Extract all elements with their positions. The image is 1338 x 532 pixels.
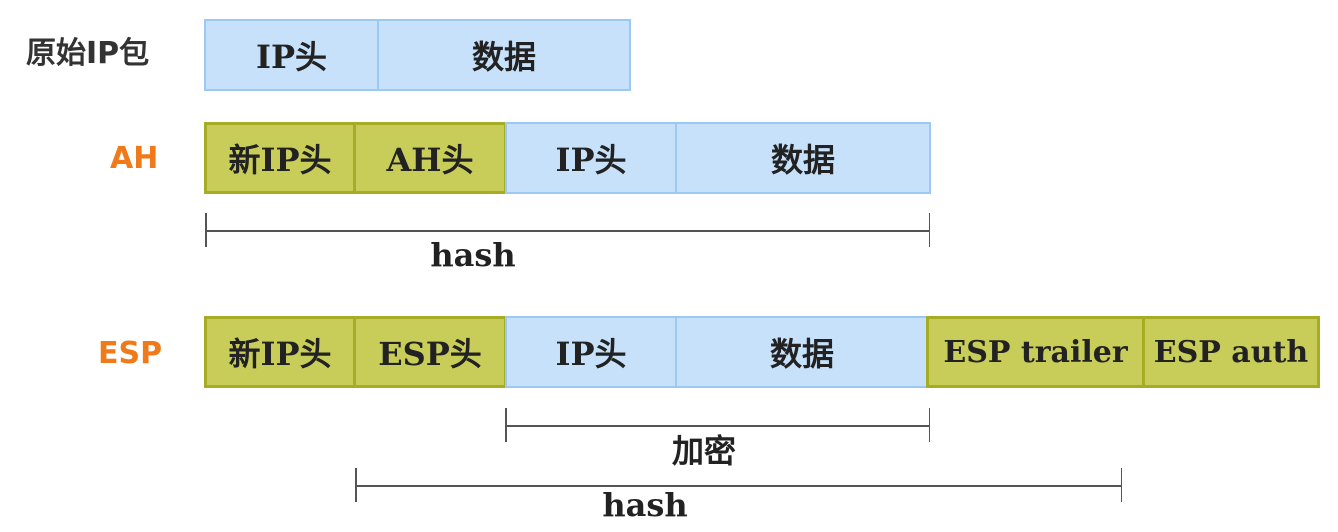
- esp-header-block: ESP头: [353, 316, 507, 388]
- esp-trailer-block: ESP trailer: [926, 316, 1145, 388]
- ah-data-block: 数据: [675, 122, 931, 194]
- ah-header-block: AH头: [353, 122, 507, 194]
- ah-new-ip-header-block: 新IP头: [204, 122, 356, 194]
- ah-protocol-label: AH: [110, 141, 159, 176]
- original-ip-header-block: IP头: [204, 19, 379, 91]
- esp-ip-header-block: IP头: [505, 316, 677, 388]
- esp-new-ip-header-block: 新IP头: [204, 316, 356, 388]
- original-packet-label: 原始IP包: [26, 36, 150, 71]
- ah-ip-header-block: IP头: [505, 122, 677, 194]
- esp-hash-bracket: [355, 468, 1122, 502]
- esp-encrypt-bracket: [505, 408, 930, 442]
- esp-data-block: 数据: [675, 316, 929, 388]
- ah-hash-bracket: [205, 213, 930, 247]
- esp-protocol-label: ESP: [98, 336, 163, 371]
- esp-encrypt-label: 加密: [671, 432, 737, 470]
- original-data-block: 数据: [377, 19, 631, 91]
- ah-hash-label: hash: [430, 236, 516, 274]
- esp-hash-label: hash: [602, 486, 688, 524]
- esp-auth-block: ESP auth: [1142, 316, 1320, 388]
